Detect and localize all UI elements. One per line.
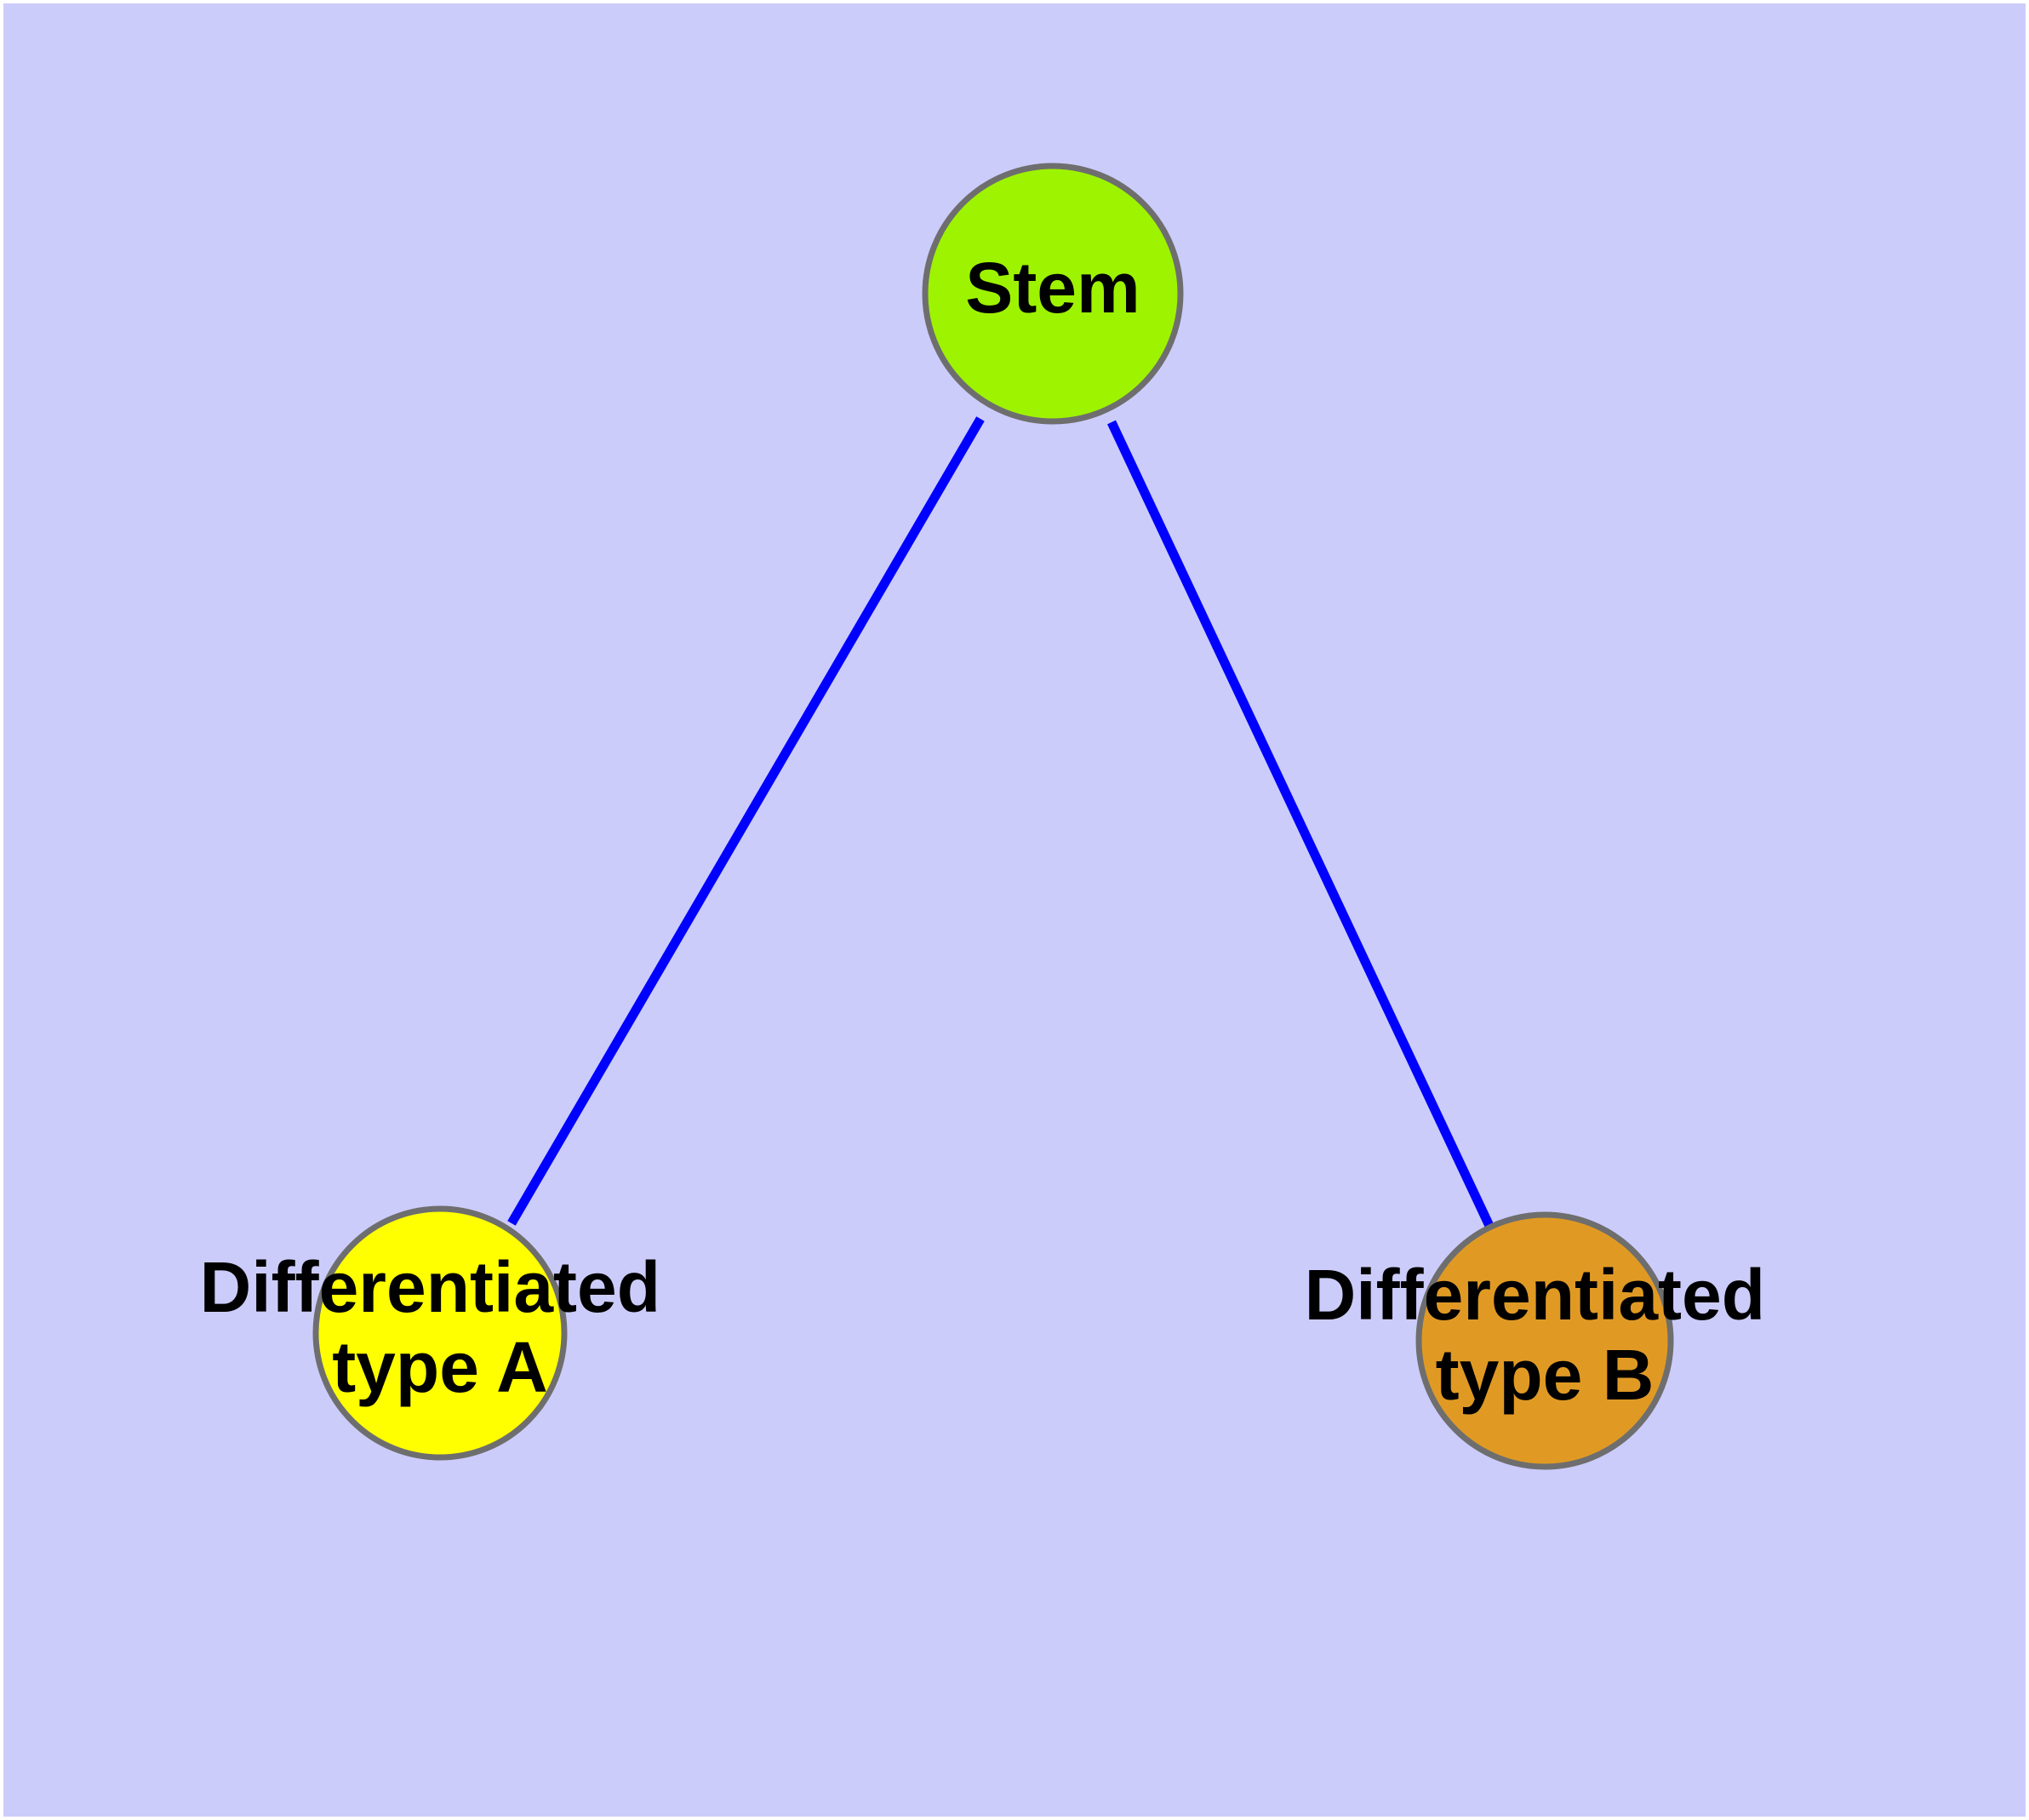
node-label-differentiated-type-b-line-2: type B [1436, 1335, 1655, 1415]
node-circle-differentiated-type-b[interactable] [1415, 1211, 1674, 1470]
node-label-stem: Stem [965, 248, 1140, 328]
node-label-differentiated-type-b: Differentiated type B [1305, 1255, 1786, 1415]
edge-stem-to-differentiated-type-b[interactable] [1107, 420, 1494, 1228]
node-label-layer: Stem Differentiated type A Differentiate… [200, 248, 1786, 1415]
node-label-differentiated-type-a-line-2: type A [332, 1327, 548, 1407]
edge-layer [507, 416, 1494, 1228]
node-label-stem-line-1: Stem [965, 248, 1140, 328]
node-circle-layer [312, 163, 1674, 1470]
node-label-differentiated-type-a-line-1: Differentiated [200, 1247, 660, 1327]
node-circle-differentiated-type-a[interactable] [312, 1205, 568, 1461]
node-circle-stem[interactable] [922, 163, 1184, 425]
edge-stem-to-differentiated-type-a[interactable] [507, 416, 985, 1226]
node-label-differentiated-type-a: Differentiated type A [200, 1247, 681, 1407]
node-label-differentiated-type-b-line-1: Differentiated [1305, 1255, 1765, 1335]
